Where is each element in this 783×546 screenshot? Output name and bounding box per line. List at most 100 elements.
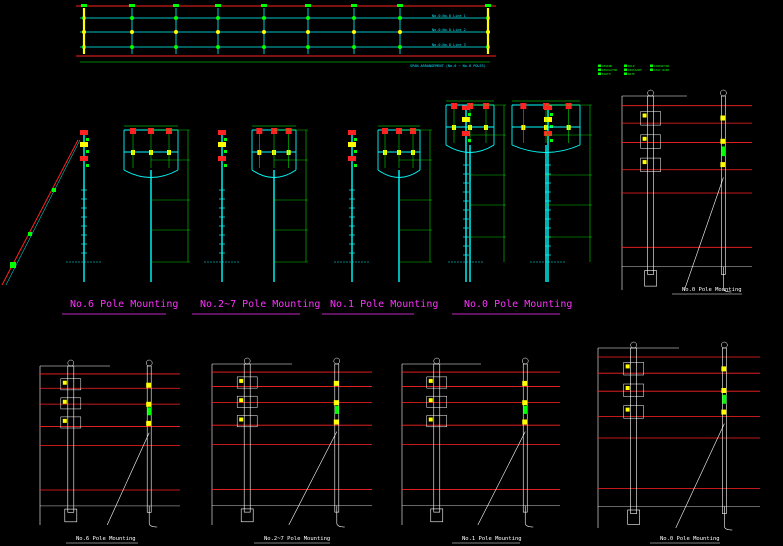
side-insulator <box>62 399 67 404</box>
plan-insulator <box>398 16 402 20</box>
side-anchor <box>724 506 733 531</box>
plan-insulator <box>216 16 220 20</box>
pole-insulator <box>348 142 356 147</box>
crossarm-insulator <box>410 128 416 134</box>
pole-insulator <box>348 156 356 161</box>
plan-pole-cap <box>305 4 311 7</box>
pole-insulator <box>80 130 88 135</box>
plan-insulator <box>352 30 356 34</box>
frame-curve <box>251 169 297 178</box>
plan-row-label-2: No.0-No.8 Line 2 <box>432 28 466 32</box>
side-bracket <box>640 157 661 172</box>
plan-insulator <box>306 45 310 49</box>
side-insulator-b <box>720 138 726 144</box>
plan-insulator <box>398 30 402 34</box>
plan-insulator <box>352 45 356 49</box>
side-view-mountings <box>39 89 760 531</box>
pole-insulator <box>218 130 226 135</box>
side-foundation <box>430 508 444 523</box>
pole-clamp <box>86 164 89 167</box>
side-insulator <box>428 398 433 403</box>
side-bracket <box>623 405 644 419</box>
title-no1-mounting: No.1 Pole Mounting <box>330 299 438 310</box>
side-marker-green <box>523 405 528 414</box>
pole-clamp <box>354 164 357 167</box>
side-ref-bubble <box>647 89 654 97</box>
title-side-no0-upper: No.0 Pole Mounting <box>682 287 742 293</box>
side-insulator-b <box>146 382 152 388</box>
pole-clamp <box>86 150 89 153</box>
frame-curve <box>511 144 581 153</box>
frame-curve <box>445 144 495 153</box>
plan-row-label-1: No.0-No.8 Line 1 <box>432 14 466 18</box>
plan-pole-cap <box>397 4 403 7</box>
side-insulator-b <box>721 366 727 372</box>
side-bracket <box>623 383 644 397</box>
crossarm-insulator <box>256 128 263 134</box>
side-insulator <box>62 380 67 385</box>
side-ref-bubble <box>243 357 251 365</box>
side-insulator <box>625 386 630 390</box>
front-view-no1 <box>334 125 432 282</box>
side-marker-green <box>722 394 727 404</box>
side-bracket <box>60 378 82 391</box>
title-side-no2-7: No.2~7 Pole Mounting <box>264 536 330 542</box>
side-insulator <box>642 113 647 118</box>
pole-insulator <box>544 117 552 122</box>
title-no2-7-mounting: No.2~7 Pole Mounting <box>200 299 320 310</box>
side-view-no0-lower <box>597 341 760 531</box>
title-no6-mounting: No.6 Pole Mounting <box>70 299 178 310</box>
no6-stay-wire <box>1 139 81 286</box>
plan-pole-cap <box>129 4 135 7</box>
side-foundation <box>64 508 78 523</box>
front-view-no6 <box>66 125 190 282</box>
plan-insulator <box>216 30 220 34</box>
crossarm-insulator <box>565 103 572 109</box>
pole-insulator <box>348 130 356 135</box>
side-insulator-b <box>522 400 528 406</box>
crossarm-insulator <box>543 103 549 109</box>
plan-pole-cap <box>81 4 87 7</box>
crossarm-insulator <box>396 128 402 134</box>
side-foundation <box>240 508 254 523</box>
side-anchor <box>723 266 732 293</box>
title-side-no6: No.6 Pole Mounting <box>76 536 136 542</box>
side-insulator <box>625 407 630 412</box>
side-bracket <box>426 376 448 389</box>
side-ref-bubble <box>333 357 341 365</box>
legend-item-2: CONDUCTOR <box>654 64 669 68</box>
crossarm-insulator <box>148 128 154 134</box>
plan-pole-cap <box>485 4 491 7</box>
legend-swatch <box>598 64 601 67</box>
plan-insulator <box>262 30 266 34</box>
side-bracket <box>640 134 661 149</box>
side-insulator-b <box>522 380 528 386</box>
side-anchor <box>148 505 158 528</box>
pole-insulator <box>462 117 470 122</box>
side-bracket <box>60 416 82 429</box>
crossarm-insulator <box>483 103 489 109</box>
side-insulator <box>625 364 630 369</box>
crossarm-insulator <box>467 103 473 109</box>
plan-insulator <box>306 16 310 20</box>
plan-insulator <box>130 30 134 34</box>
side-insulator <box>62 418 67 423</box>
side-foundation <box>644 270 657 287</box>
legend-swatch <box>598 72 601 75</box>
legend-swatch <box>650 68 653 71</box>
side-anchor <box>524 505 534 528</box>
legend-item-3: INSULATOR <box>602 68 617 72</box>
pole-clamp <box>86 138 89 141</box>
legend-item-5: STAY WIRE <box>654 68 669 72</box>
side-marker-green <box>334 405 339 414</box>
plan-insulator <box>174 30 178 34</box>
pole-insulator <box>80 142 88 147</box>
pole-insulator <box>80 156 88 161</box>
side-insulator-b <box>721 388 727 393</box>
title-no0-mounting: No.0 Pole Mounting <box>464 299 572 310</box>
side-ref-bubble <box>145 359 153 367</box>
side-insulator <box>428 378 433 383</box>
side-insulator <box>239 417 244 422</box>
plan-insulator <box>216 45 220 49</box>
